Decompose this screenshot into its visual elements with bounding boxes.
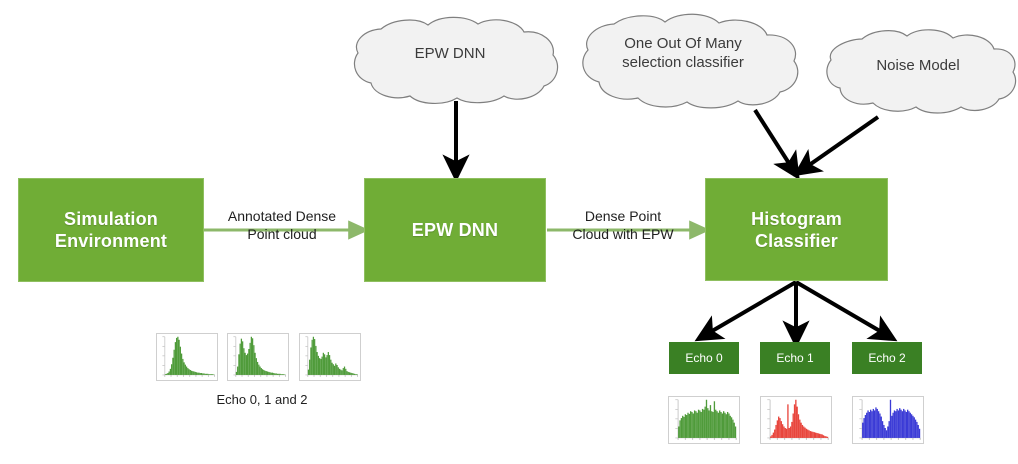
histogram-thumbnail-output-echo-2 (852, 396, 924, 444)
process-box-histogram-classifier[interactable]: Histogram Classifier (705, 178, 888, 281)
histogram-thumbnail-output-echo-0 (668, 396, 740, 444)
histogram-thumbnail-output-echo-1 (760, 396, 832, 444)
echo-box-2[interactable]: Echo 2 (852, 342, 922, 374)
echo-box-0[interactable]: Echo 0 (669, 342, 739, 374)
histogram-thumbnail-input-echo-2 (299, 333, 361, 381)
caption-input-histograms: Echo 0, 1 and 2 (216, 392, 308, 407)
edge-label-dense-point-cloud-with-epw: Dense Point Cloud with EPW (572, 208, 674, 242)
edge-label-annotated-dense-point-cloud: Annotated Dense Point cloud (227, 208, 337, 242)
process-box-simulation-environment[interactable]: Simulation Environment (18, 178, 204, 282)
arrow-histogram-to-echo-2 (794, 280, 898, 342)
process-box-epw-dnn[interactable]: EPW DNN (364, 178, 546, 282)
histogram-thumbnail-input-echo-0 (156, 333, 218, 381)
cloud-label-one-out-of-many: One Out Of Many selection classifier (622, 35, 744, 71)
echo-box-1[interactable]: Echo 1 (760, 342, 830, 374)
process-box-label: EPW DNN (411, 220, 499, 240)
process-box-label: Histogram Classifier (751, 208, 842, 251)
echo-box-label: Echo 2 (868, 351, 906, 365)
arrow-cloud-oneofmany-to-histogram (753, 108, 800, 181)
cloud-label-noise-model: Noise Model (876, 57, 960, 74)
arrow-histogram-to-echo-0 (694, 280, 798, 342)
arrow-cloud-noise-to-histogram (793, 115, 880, 177)
echo-box-label: Echo 0 (685, 351, 723, 365)
echo-box-label: Echo 1 (776, 351, 814, 365)
histogram-thumbnail-input-echo-1 (227, 333, 289, 381)
process-box-label: Simulation Environment (54, 209, 168, 251)
cloud-label-epw-dnn: EPW DNN (414, 45, 486, 62)
